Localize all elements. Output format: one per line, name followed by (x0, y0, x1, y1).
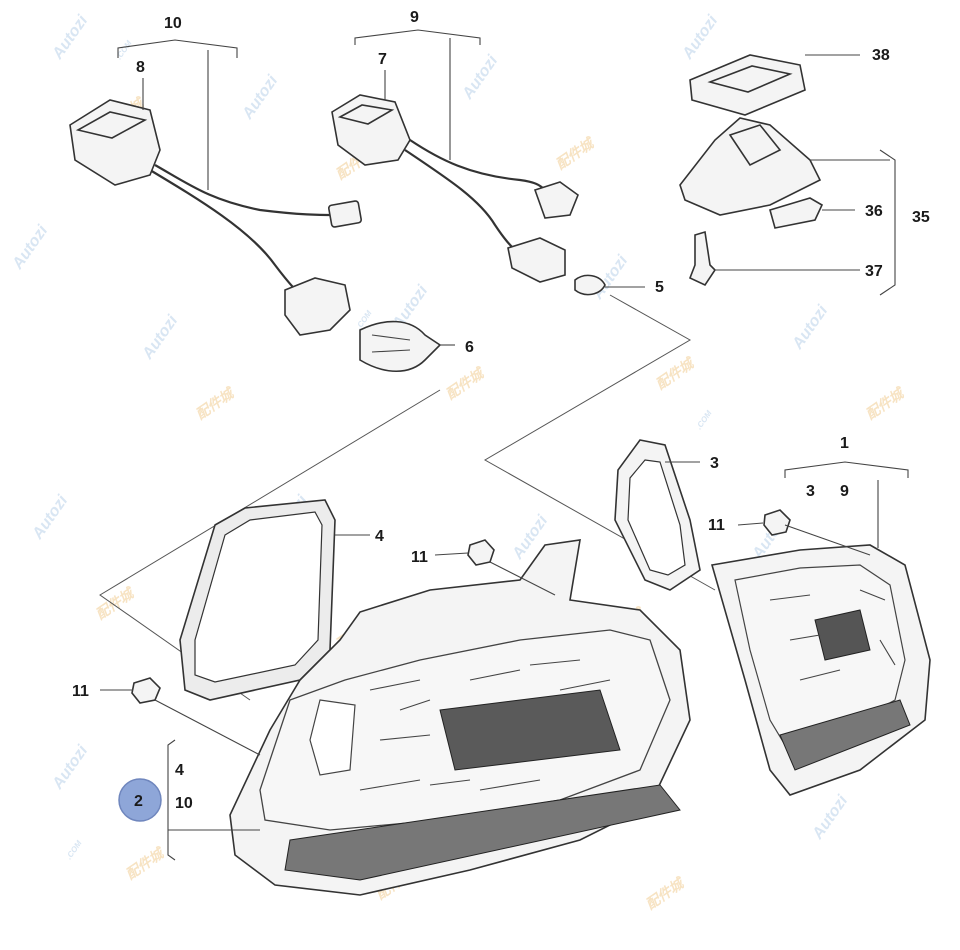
label-4-seal: 4 (375, 528, 384, 545)
connector-top-face (337, 104, 395, 125)
label-35: 35 (912, 209, 930, 226)
label-1: 1 (840, 435, 849, 452)
inner-lamp-lens (734, 564, 906, 746)
label-8: 8 (136, 59, 145, 76)
watermark-text: .COM (694, 409, 714, 432)
label-6: 6 (465, 339, 474, 356)
nut-11-left (131, 677, 161, 704)
watermark-text: Autozi (49, 742, 92, 793)
watermark-text: Autozi (679, 12, 722, 63)
tail-lamp-detail-lines (359, 659, 611, 791)
tail-lamp-reflector (284, 784, 681, 881)
label-2-badge: 2 (134, 793, 143, 810)
bracket-9 (354, 29, 481, 45)
tail-lamp-window (309, 699, 356, 776)
watermark-text: 配件城 (193, 384, 239, 423)
inner-lamp-dark-panel (814, 609, 871, 661)
bulb-6 (359, 320, 442, 372)
nut-11-right (763, 509, 791, 536)
label-3-sub: 3 (806, 483, 815, 500)
lamp-housing-lens (728, 124, 782, 167)
label-11-mid: 11 (411, 549, 428, 566)
tail-lamp-2 (229, 539, 691, 896)
tail-lamp-1 (710, 544, 931, 796)
harness-wire (154, 164, 336, 217)
label-3-right: 3 (710, 455, 719, 472)
tail-lamp-dark-panel (439, 689, 621, 771)
watermark-text: 配件城 (123, 844, 169, 883)
label-10-top: 10 (164, 15, 182, 32)
bulb-5 (574, 274, 606, 296)
lamp-housing (679, 117, 822, 216)
label-5: 5 (655, 279, 664, 296)
wiring-harness-9 (331, 94, 606, 296)
bulb-socket-6 (284, 277, 351, 336)
watermark-text: Autozi (809, 792, 852, 843)
small-plug (327, 200, 363, 228)
watermark-text: Autozi (29, 492, 72, 543)
leader-11-mid-to-lamp (489, 561, 556, 596)
bulb-36 (769, 197, 824, 229)
watermark-text: Autozi (459, 52, 502, 103)
lens-38-inner (707, 65, 793, 93)
bracket-35 (879, 149, 896, 296)
watermark-text: Autozi (239, 72, 282, 123)
leader-lines (100, 29, 909, 861)
harness-wire (149, 169, 311, 306)
label-10-sub: 10 (175, 795, 193, 812)
inner-lamp-detail-lines (769, 589, 896, 681)
label-9-top: 9 (410, 9, 419, 26)
wiring-harness-10 (69, 99, 442, 372)
watermark-text: 配件城 (443, 364, 489, 403)
inner-lamp-reflector (779, 699, 911, 771)
bracket-1 (784, 461, 909, 478)
watermark-text: Autozi (9, 222, 52, 273)
gasket-inner (627, 459, 686, 576)
label-36: 36 (865, 203, 883, 220)
callout-badge-2 (118, 778, 162, 822)
label-7: 7 (378, 51, 387, 68)
label-37: 37 (865, 263, 883, 280)
license-light-assembly-35 (679, 54, 824, 287)
watermark-text: .COM (64, 839, 84, 862)
leader-11-right (737, 522, 764, 526)
label-4-sub: 4 (175, 762, 184, 779)
watermark-text: 配件城 (653, 354, 699, 393)
gasket-3 (614, 439, 701, 591)
bracket-10 (117, 39, 238, 58)
callout-labels: 10 9 8 7 38 36 35 37 5 6 3 1 3 9 11 4 11… (72, 9, 930, 822)
screw-37 (688, 230, 717, 287)
bulb-socket-5 (507, 237, 566, 283)
harness-wire (404, 149, 516, 251)
small-plug (533, 181, 579, 219)
label-11-right: 11 (708, 517, 725, 534)
watermark-text: Autozi (139, 312, 182, 363)
connector-top-face (75, 111, 148, 139)
nut-11-mid (467, 539, 495, 566)
watermark-text: 配件城 (863, 384, 909, 423)
gasket-4 (179, 499, 336, 701)
label-9-sub: 9 (840, 483, 849, 500)
leader-11-left-to-lamp (154, 699, 261, 756)
watermark-text: 配件城 (553, 134, 599, 173)
watermark-text: .COM (114, 39, 134, 62)
connector-7 (331, 94, 411, 166)
harness-wire (409, 139, 546, 191)
bracket-2 (167, 739, 176, 861)
watermark-text: 配件城 (643, 874, 689, 913)
watermark-text: Autozi (49, 12, 92, 63)
label-11-left: 11 (72, 683, 89, 700)
label-38: 38 (872, 47, 890, 64)
dash-line-bulb5 (483, 294, 716, 591)
leader-11-mid (434, 552, 469, 556)
watermark-text: Autozi (789, 302, 832, 353)
leader-11-right-to-lamp (784, 524, 871, 556)
